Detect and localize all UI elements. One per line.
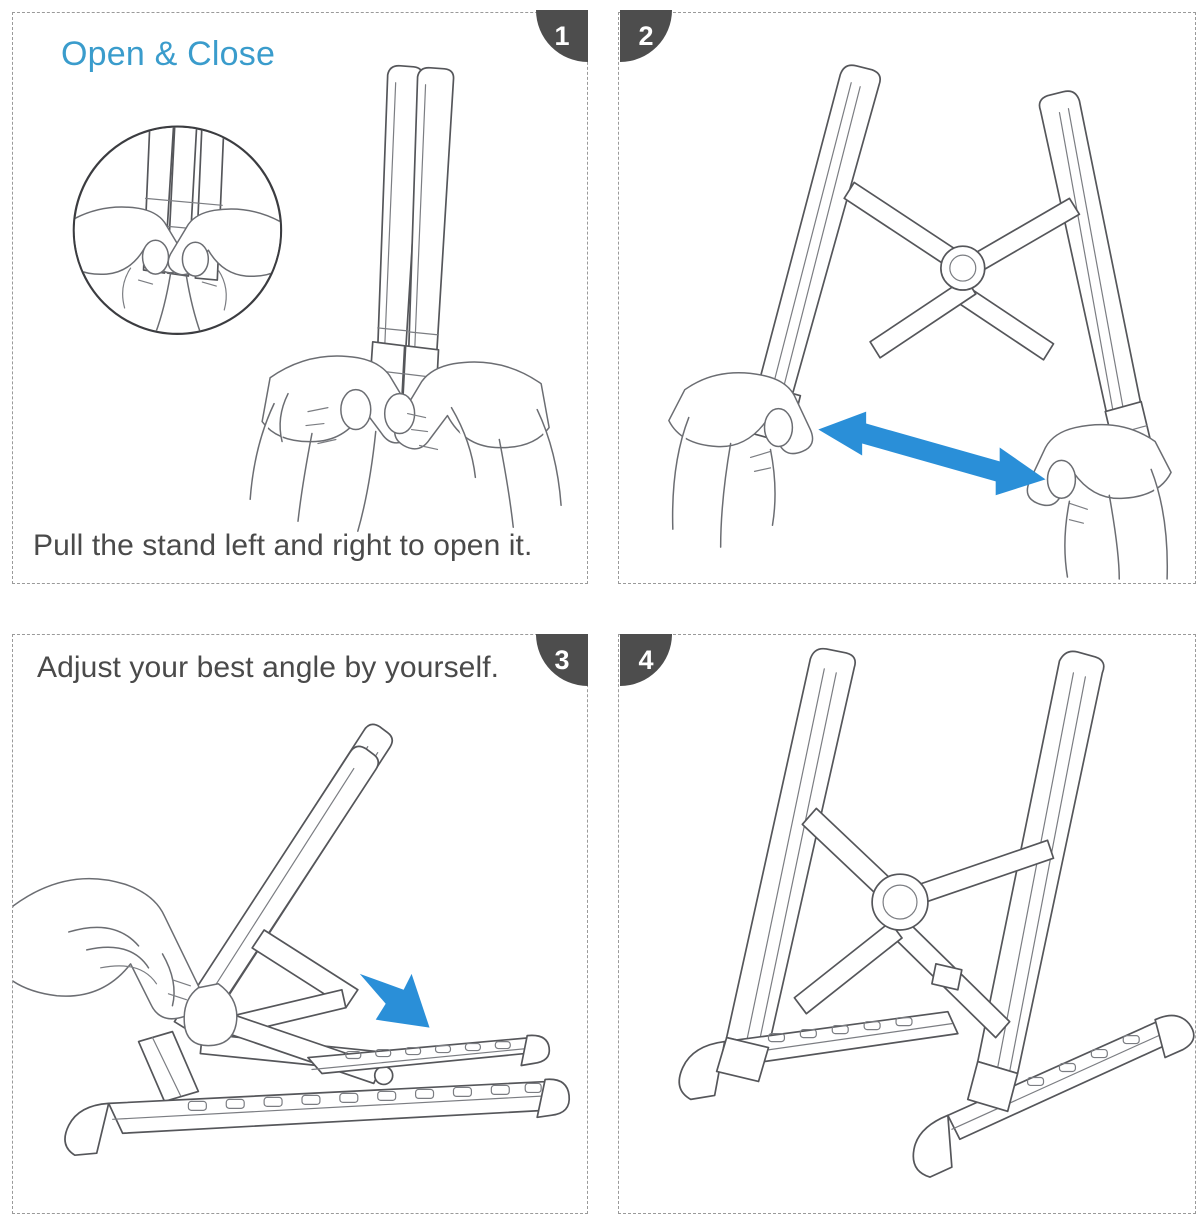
illustration-step-3 (13, 723, 571, 1157)
notch-holes-left-rail (767, 1017, 913, 1043)
notch-holes-upper-rail (345, 1040, 511, 1060)
detail-inset-circle (72, 125, 283, 335)
double-arrow-left-right (818, 411, 1046, 496)
illustration-step-2 (668, 64, 1172, 580)
step-caption-3: Adjust your best angle by yourself. (37, 651, 500, 684)
step-badge-2: 2 (620, 10, 672, 62)
page-title: Open & Close (61, 35, 276, 73)
step-panel-1: Open & Close (12, 12, 588, 584)
single-arrow-down-right (359, 973, 430, 1028)
stand-being-pulled-open (668, 64, 1172, 580)
stand-side-view-angle-adjust (13, 723, 571, 1157)
step-panel-2 (618, 12, 1196, 584)
step-badge-3: 3 (536, 634, 588, 686)
notch-holes-lower-rail (187, 1082, 542, 1111)
step-panel-3: Adjust your best angle by yourself. (12, 634, 588, 1214)
illustration-step-1 (72, 64, 562, 532)
assembled-stand (678, 647, 1195, 1178)
step-caption-1: Pull the stand left and right to open it… (33, 529, 533, 562)
folded-stand-with-hands (249, 64, 562, 532)
illustration-step-4 (678, 647, 1195, 1178)
step-panel-4 (618, 634, 1196, 1214)
